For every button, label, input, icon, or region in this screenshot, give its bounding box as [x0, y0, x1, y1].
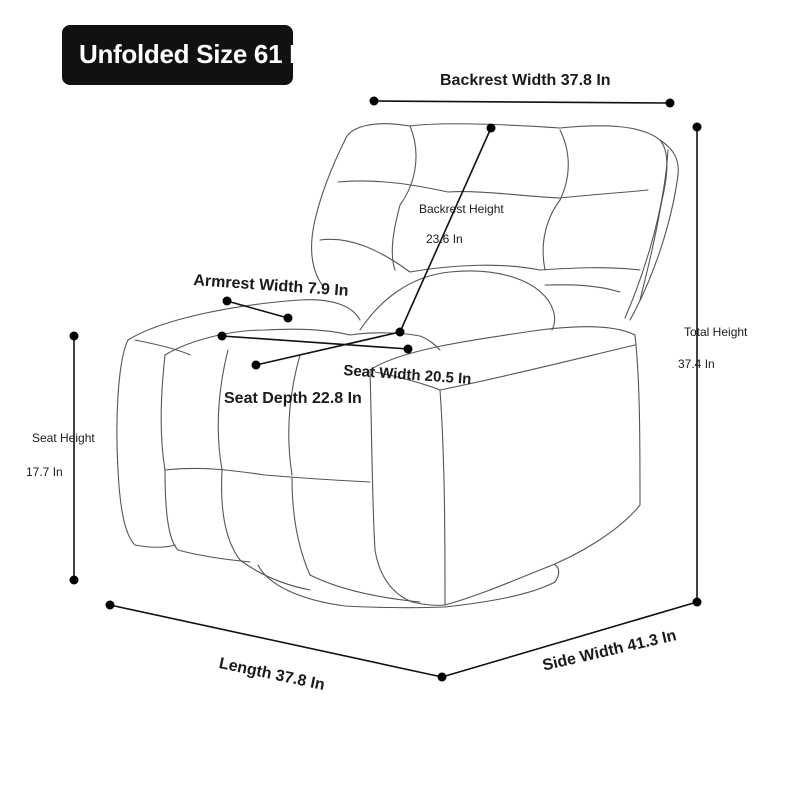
side-width-line	[441, 601, 698, 678]
dot-marker	[283, 313, 293, 323]
backrest-width-label: Backrest Width 37.8 In	[440, 72, 611, 89]
dot-marker	[217, 331, 227, 341]
dot-marker	[369, 96, 379, 106]
length-line	[109, 604, 443, 678]
backrest-height-label: Backrest Height	[419, 202, 504, 216]
total-height-value: 37.4 In	[678, 357, 715, 371]
total-height-label: Total Height	[684, 325, 748, 339]
seat-height-value: 17.7 In	[26, 465, 63, 479]
dot-marker	[222, 296, 232, 306]
dot-marker	[437, 672, 447, 682]
seat-depth-line	[255, 331, 401, 366]
backrest-height-value: 23.6 In	[426, 232, 463, 246]
dot-marker	[395, 327, 405, 337]
seat-width-line	[221, 335, 409, 350]
backrest-height-line	[399, 127, 492, 333]
backrest-width-line	[373, 100, 671, 104]
dot-marker	[692, 597, 702, 607]
dot-marker	[486, 123, 496, 133]
unfolded-size-badge: Unfolded Size 61 In	[62, 25, 293, 85]
dot-marker	[69, 331, 79, 341]
dot-marker	[251, 360, 261, 370]
seat-depth-label: Seat Depth 22.8 In	[224, 390, 362, 407]
unfolded-size-text: Unfolded Size 61 In	[79, 39, 293, 69]
dot-marker	[69, 575, 79, 585]
dot-marker	[692, 122, 702, 132]
dot-marker	[105, 600, 115, 610]
dot-marker	[403, 344, 413, 354]
armrest-width-line	[226, 300, 289, 319]
dot-marker	[665, 98, 675, 108]
seat-height-label: Seat Height	[32, 431, 95, 445]
